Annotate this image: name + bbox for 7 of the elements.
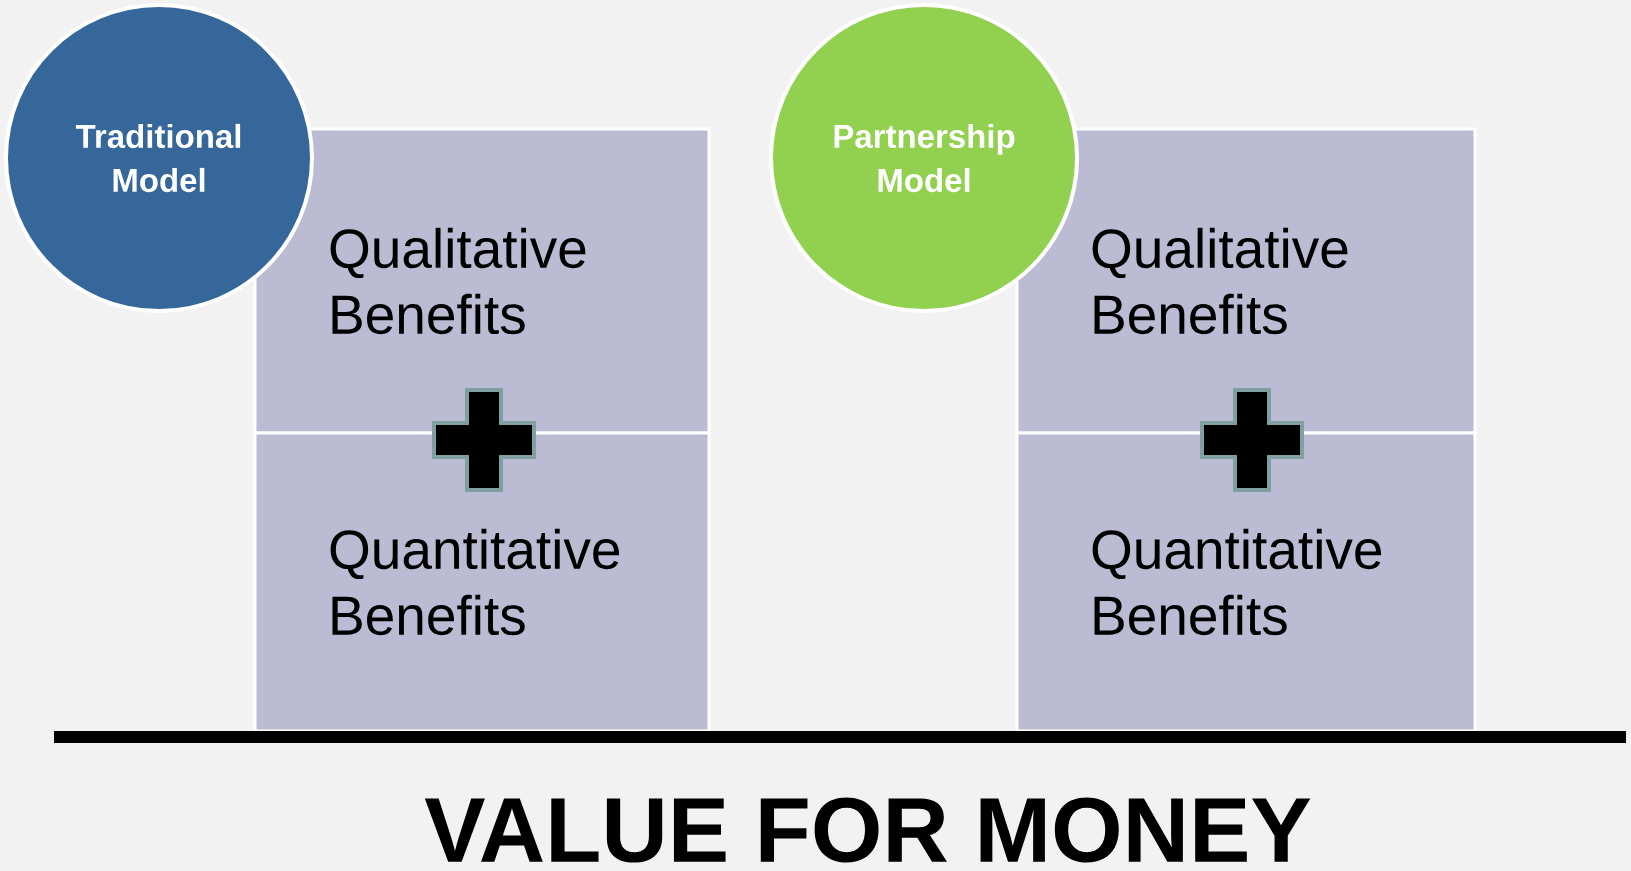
benefit-box: Qualitative Benefits — [1015, 127, 1477, 435]
benefit-box: Qualitative Benefits — [253, 127, 711, 435]
benefit-box: Quantitative Benefits — [253, 431, 711, 733]
benefit-box: Quantitative Benefits — [1015, 431, 1477, 733]
caption: VALUE FOR MONEY — [424, 797, 1311, 863]
plus-sign — [432, 388, 536, 492]
plus-sign — [1200, 388, 1304, 492]
